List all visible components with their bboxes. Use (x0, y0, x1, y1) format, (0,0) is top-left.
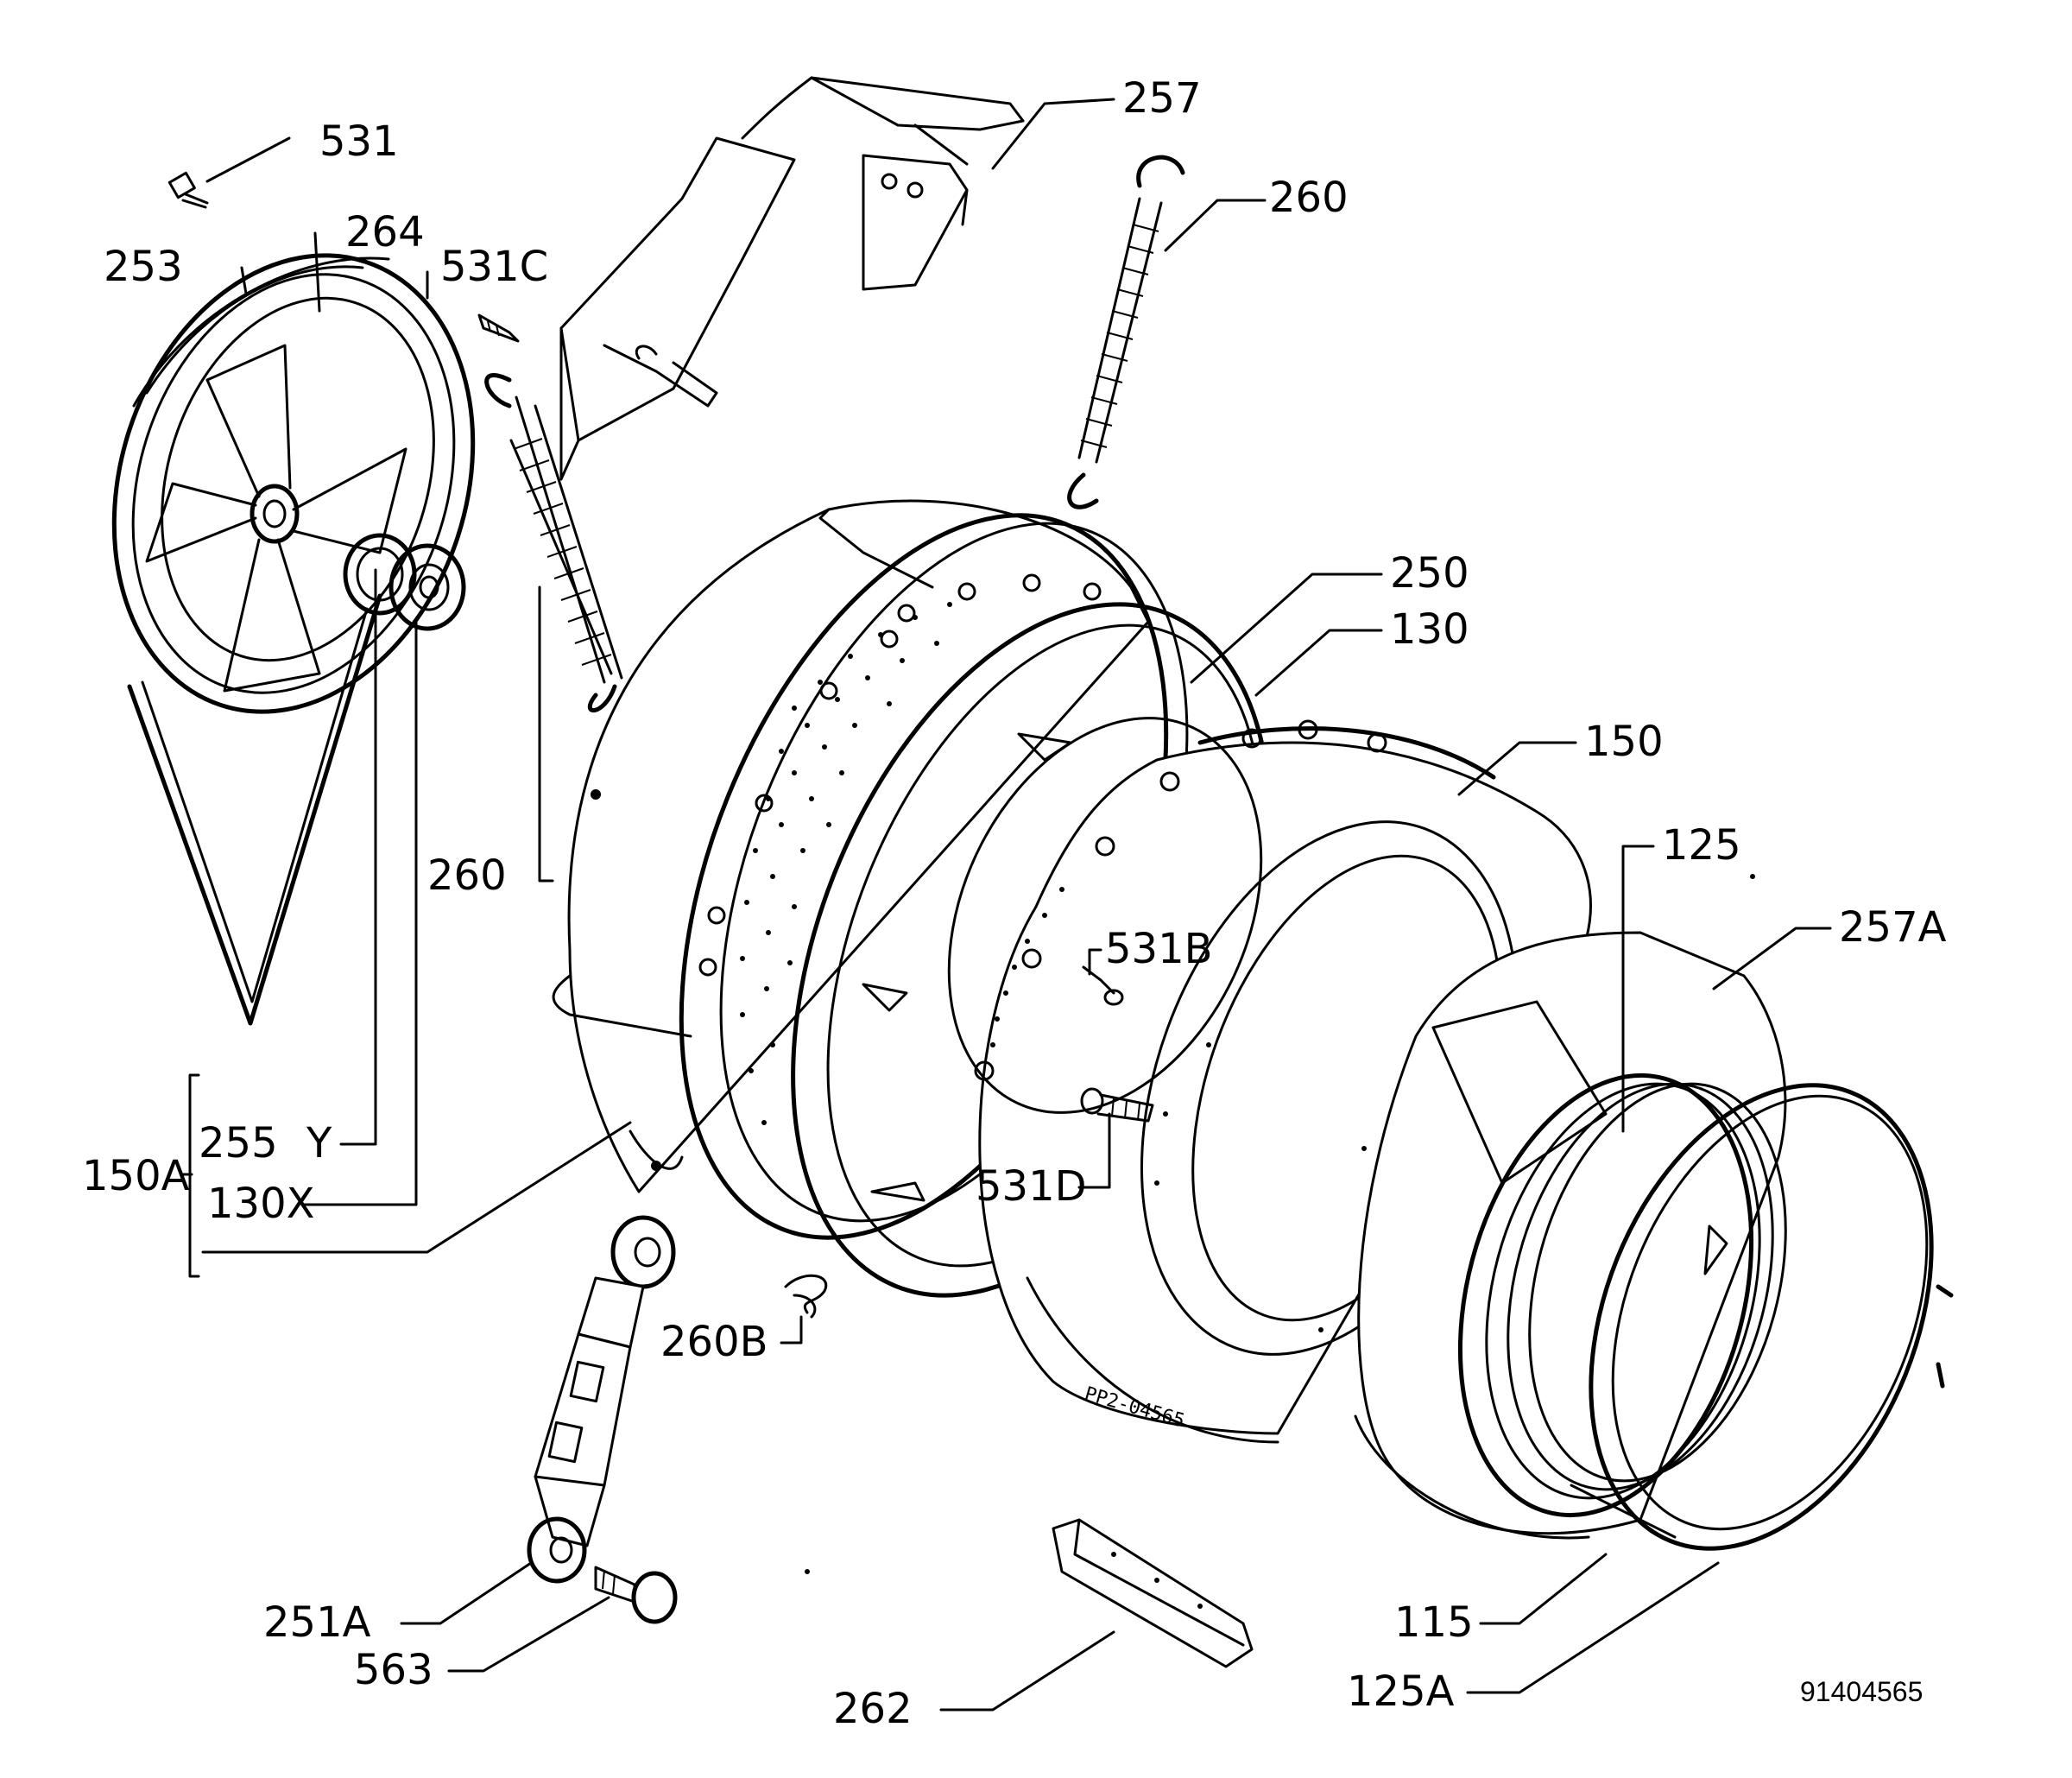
label-260-left: 260 (427, 851, 507, 900)
label-115: 115 (1394, 1598, 1474, 1647)
label-260-top: 260 (1269, 174, 1349, 222)
label-125a: 125A (1347, 1667, 1455, 1716)
label-257a: 257A (1839, 903, 1947, 952)
label-531b: 531B (1105, 925, 1213, 973)
label-531d: 531D (976, 1162, 1087, 1211)
label-y: Y (306, 1119, 332, 1167)
bolt-531d-icon (1080, 1087, 1154, 1123)
clamp-ring-125a (1589, 1083, 1954, 1551)
label-531: 531 (319, 117, 399, 166)
bracket-262 (1052, 1518, 1254, 1668)
leader-lines (180, 98, 1832, 1712)
label-250: 250 (1390, 549, 1469, 598)
rim-bolts (698, 573, 1102, 977)
label-150a: 150A (82, 1152, 190, 1200)
label-255: 255 (199, 1119, 278, 1167)
front-tub-150 (947, 717, 1592, 1444)
label-130x: 130X (207, 1180, 315, 1228)
shock-absorber-251a (527, 1215, 676, 1584)
counterweight-257 (559, 76, 1025, 481)
front-rim-bolts (974, 719, 1387, 1081)
label-130: 130 (1390, 605, 1469, 654)
label-262: 262 (833, 1685, 913, 1733)
label-260b: 260B (660, 1318, 768, 1366)
door-seal-115 (1457, 1072, 1787, 1518)
spring-260-left (484, 373, 623, 712)
label-531c: 531C (440, 243, 548, 291)
label-253: 253 (104, 243, 183, 291)
bolt-531-icon (167, 171, 209, 209)
clip-260b-icon (784, 1274, 828, 1319)
label-563: 563 (354, 1646, 433, 1694)
spring-260-right (1067, 155, 1185, 509)
drawing-code: 91404565 (1800, 1676, 1923, 1707)
label-257: 257 (1122, 74, 1202, 123)
label-125: 125 (1662, 821, 1741, 870)
label-264: 264 (345, 208, 425, 256)
pin-563-icon (594, 1566, 678, 1624)
bearing-255-icon (343, 533, 466, 631)
pulley-264 (111, 253, 476, 1026)
label-150: 150 (1584, 718, 1664, 766)
callout-labels: 531 264 253 531C 257 260 260 250 130 150… (82, 74, 1947, 1733)
label-251a: 251A (263, 1598, 371, 1647)
screw-531c-icon (477, 313, 520, 343)
